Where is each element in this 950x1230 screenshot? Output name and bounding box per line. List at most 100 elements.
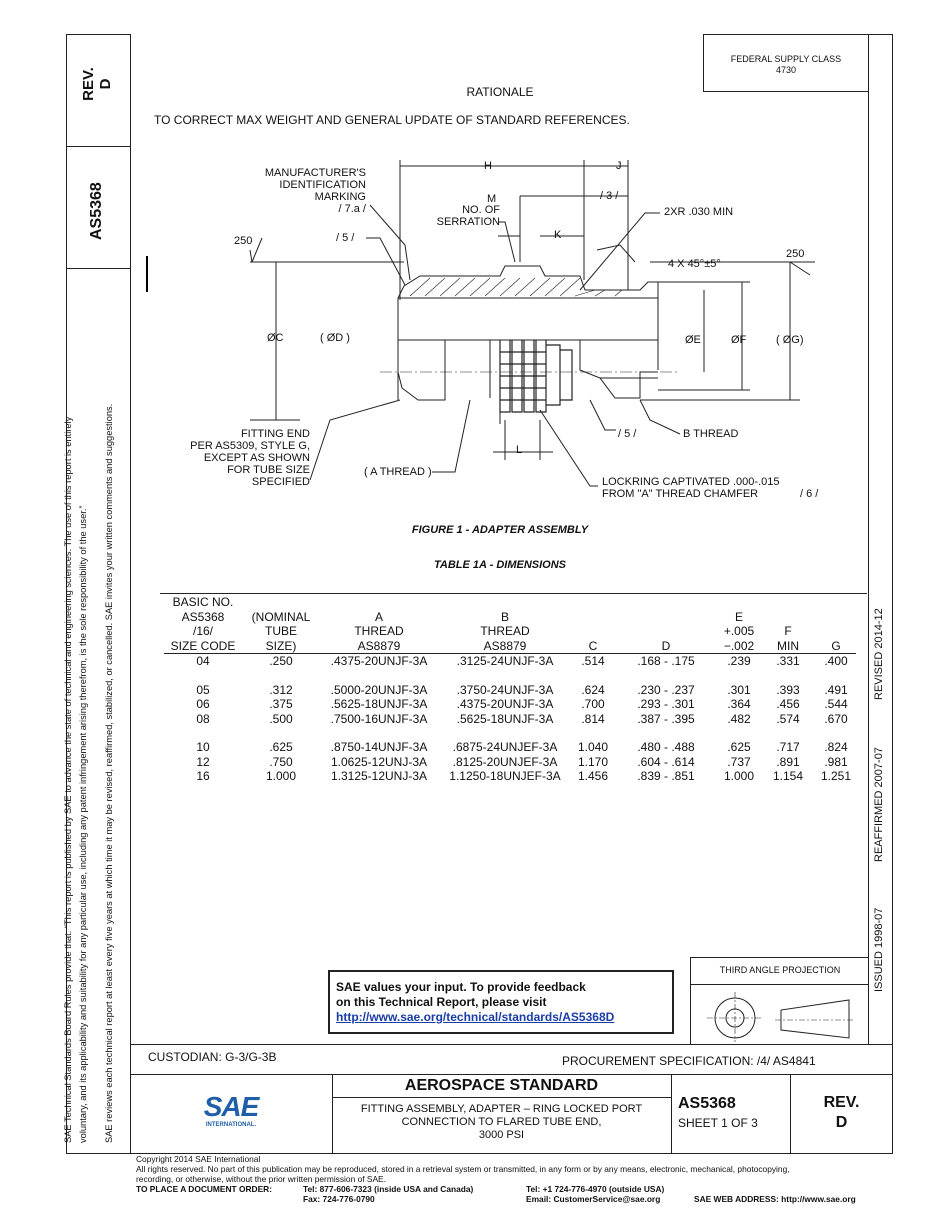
label-line: EXCEPT AS SHOWN [203,452,310,464]
standard-description: FITTING ASSEMBLY, ADAPTER – RING LOCKED … [332,1103,671,1142]
sae-logo-text: SAE [203,1091,260,1122]
footer: Copyright 2014 SAE International All rig… [136,1154,936,1204]
label-line: FROM "A" THREAD CHAMFER [602,488,759,500]
fax: Fax: 724-776-0790 [303,1194,375,1204]
desc-line: 3000 PSI [478,1129,525,1141]
feedback-link[interactable]: http://www.sae.org/technical/standards/A… [336,1010,615,1024]
dim-k: K [554,229,562,241]
fitting-end-note: FITTING END PER AS5309, STYLE G, EXCEPT … [166,428,310,488]
rev-label: REV. [80,67,97,101]
title-rev-value: D [835,1114,848,1131]
col-header: D [661,638,671,653]
label-line: PER AS5309, STYLE G, [190,440,310,452]
rights-line-2: recording, or otherwise, without the pri… [136,1174,386,1184]
figure-labels: MANUFACTURER'S IDENTIFICATION MARKING / … [130,150,870,520]
dim-l: L [516,444,523,456]
manufacturer-marking-label: MANUFACTURER'S IDENTIFICATION MARKING / … [256,167,366,215]
figure-caption: FIGURE 1 - ADAPTER ASSEMBLY [411,524,589,536]
tel-usa: Tel: 877-606-7323 (inside USA and Canada… [303,1184,474,1194]
dim-e: ØE [685,334,701,346]
disclaimer-line-3: SAE reviews each technical report at lea… [104,403,114,1143]
supply-class-box: FEDERAL SUPPLY CLASS 4730 [703,54,869,76]
ref-6: / 6 / [800,488,819,500]
revision-bar [146,256,148,292]
rationale-text: TO CORRECT MAX WEIGHT AND GENERAL UPDATE… [154,113,630,127]
order-label: TO PLACE A DOCUMENT ORDER: [136,1184,273,1194]
table-row: 08.500.7500-16UNJF-3A.5625-18UNJF-3A.814… [196,711,848,726]
b-thread-label: B THREAD [683,428,739,440]
issued-date: ISSUED 1998-07 [873,907,885,992]
doc-number-vertical: AS5368 [88,182,105,240]
label-line: / 7.a / [338,203,366,215]
chamfer-note: 4 X 45°±5° [668,258,721,270]
dim-c: ØC [267,332,284,344]
rationale-title: RATIONALE [466,85,534,99]
web-address: SAE WEB ADDRESS: http://www.sae.org [694,1194,856,1204]
dim-g: ( ØG) [776,334,804,346]
email: Email: CustomerService@sae.org [526,1194,661,1204]
feedback-box: SAE values your input. To provide feedba… [328,970,674,1034]
reaffirmed-date: REAFFIRMED 2007-07 [873,747,885,862]
surface-250-left: 250 [234,235,253,247]
dim-h: H [484,160,492,172]
sheet-number: SHEET 1 OF 3 [678,1116,758,1130]
ref-5-top: / 5 / [336,232,355,244]
sae-logo-sub: INTERNATIONAL. [205,1122,257,1128]
standard-title: AEROSPACE STANDARD [404,1077,599,1094]
label-line: LOCKRING CAPTIVATED .000-.015 [602,476,780,488]
sae-logo: SAE INTERNATIONAL. [196,1092,266,1136]
radius-note: 2XR .030 MIN [664,206,734,218]
desc-line: FITTING ASSEMBLY, ADAPTER – RING LOCKED … [360,1103,643,1115]
label-line: MANUFACTURER'S [264,167,366,179]
disclaimer-line-2: voluntary, and its applicability and sui… [78,505,88,1143]
dim-m: M [487,193,497,205]
dim-f: ØF [731,334,747,346]
col-header: G [831,638,841,653]
table-title: TABLE 1A - DIMENSIONS [433,559,566,571]
label-line: SERRATION [436,216,500,228]
label-line: SPECIFIED [251,476,310,488]
custodian: CUSTODIAN: G-3/G-3B [148,1050,277,1064]
ref-5-bottom: / 5 / [618,428,637,440]
feedback-line-1: SAE values your input. To provide feedba… [336,980,586,994]
supply-class-label: FEDERAL SUPPLY CLASS [730,54,842,64]
tel-outside: Tel: +1 724-776-4970 (outside USA) [526,1184,665,1194]
col-header: BASIC NO.AS5368/16/SIZE CODE [170,595,236,653]
desc-line: CONNECTION TO FLARED TUBE END, [401,1116,602,1128]
ref-3: / 3 / [600,190,619,202]
table-row: 04.250.4375-20UNJF-3A.3125-24UNJF-3A.514… [196,654,848,668]
copyright: Copyright 2014 SAE International [136,1154,261,1164]
adapter-assembly-drawing [249,160,815,487]
title-doc-number: AS5368 [678,1095,736,1112]
label-line: FITTING END [240,428,310,440]
rev-value: D [97,78,114,90]
label-line: NO. OF [462,204,500,216]
a-thread-label: ( A THREAD ) [364,466,432,478]
label-line: MARKING [314,191,366,203]
rev-box: REV. D [66,34,130,146]
col-header: E+.005−.002 [723,609,755,653]
title-rev: REV. D [790,1093,893,1133]
serration-label: NO. OF SERRATION [426,204,500,228]
dim-j: J [616,160,622,172]
label-line: IDENTIFICATION [279,179,366,191]
supply-class-value: 4730 [775,65,797,75]
lockring-note: LOCKRING CAPTIVATED .000-.015 FROM "A" T… [602,476,779,500]
procurement-spec: PROCUREMENT SPECIFICATION: /4/ AS4841 [562,1054,816,1068]
third-angle-projection-icon [707,992,855,1042]
feedback-line-2: on this Technical Report, please visit [336,995,547,1009]
col-header: C [588,638,598,653]
projection-box: THIRD ANGLE PROJECTION [690,957,869,1045]
rights-line-1: All rights reserved. No part of this pub… [136,1164,790,1174]
label-line: FOR TUBE SIZE [227,464,310,476]
revised-date: REVISED 2014-12 [873,608,885,700]
